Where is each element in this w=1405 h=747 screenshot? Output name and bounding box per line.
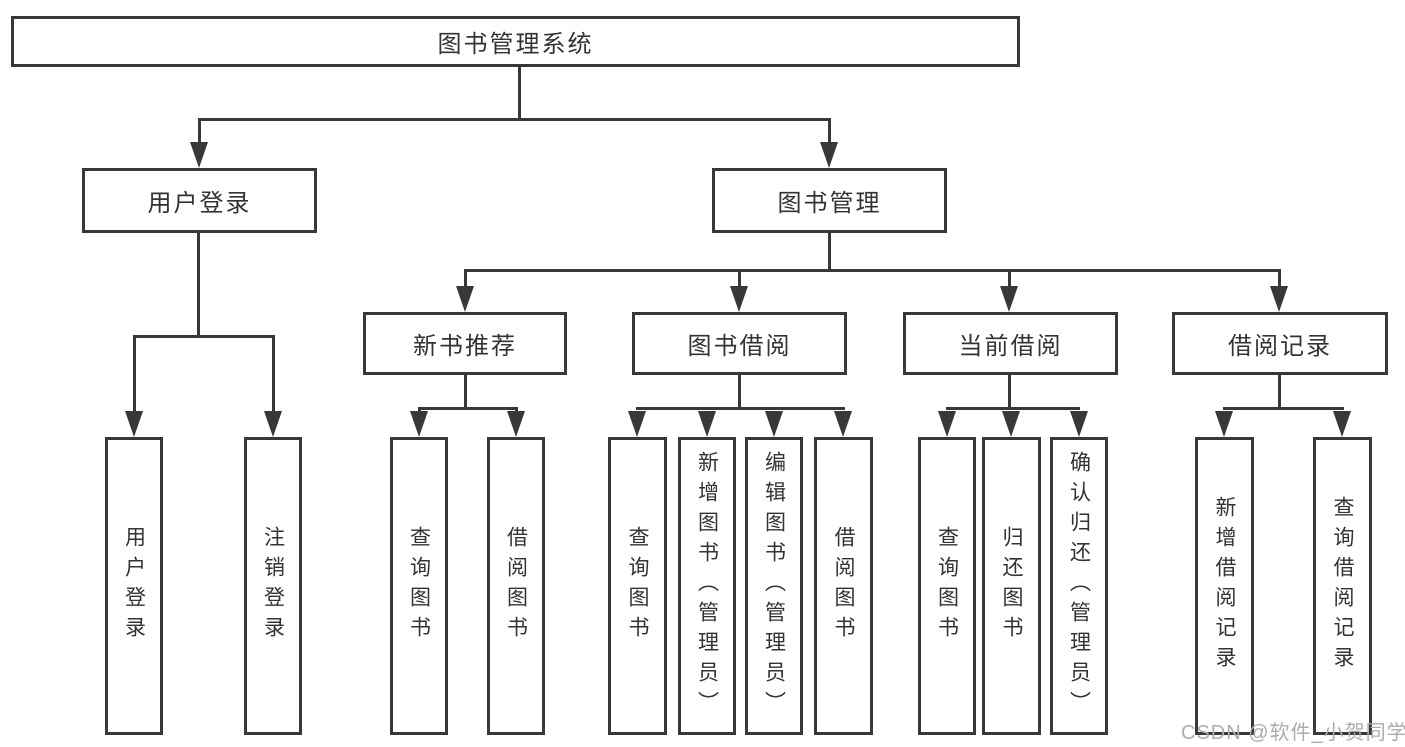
leaf-borrowing-borrow-books: 借阅图书 bbox=[814, 437, 873, 735]
edge-management-stem bbox=[828, 233, 831, 272]
arrow-book-management bbox=[820, 142, 838, 168]
leaf-add-books-admin: 新增图书（管理员） bbox=[678, 437, 736, 735]
leaf-current-query-books-label: 查询图书 bbox=[935, 526, 959, 646]
arrow-leaf-borrowing-borrow bbox=[834, 411, 852, 437]
edge-records-rail bbox=[1223, 407, 1344, 410]
node-book-borrowing-label: 图书借阅 bbox=[687, 333, 792, 360]
node-library-system-label: 图书管理系统 bbox=[437, 31, 594, 58]
edge-records-stem bbox=[1278, 375, 1281, 410]
csdn-watermark: CSDN @软件_小贺同学 bbox=[1181, 722, 1405, 744]
arrow-leaf-current-query bbox=[938, 411, 956, 437]
edge-section-records-stem bbox=[1278, 269, 1281, 289]
node-book-management-label: 图书管理 bbox=[777, 190, 882, 217]
leaf-add-books-admin-label: 新增图书（管理员） bbox=[695, 451, 719, 721]
arrow-leaf-return-books bbox=[1002, 411, 1020, 437]
arrow-leaf-add-books bbox=[698, 411, 716, 437]
edge-leaf-user-login-stem bbox=[133, 335, 136, 415]
node-borrowing-records: 借阅记录 bbox=[1172, 312, 1388, 375]
edge-borrowing-stem bbox=[738, 375, 741, 410]
node-new-book-recommend-label: 新书推荐 bbox=[413, 333, 517, 360]
leaf-borrowing-query-books-label: 查询图书 bbox=[626, 526, 650, 646]
leaf-confirm-return-admin: 确认归还（管理员） bbox=[1050, 437, 1108, 735]
node-library-system: 图书管理系统 bbox=[11, 16, 1020, 67]
arrow-section-records bbox=[1270, 286, 1288, 312]
edge-leaf-logout-stem bbox=[272, 335, 275, 415]
leaf-borrowing-borrow-books-label: 借阅图书 bbox=[832, 526, 856, 646]
edge-book-management-stem bbox=[828, 118, 831, 148]
node-borrowing-records-label: 借阅记录 bbox=[1228, 333, 1332, 360]
node-book-borrowing: 图书借阅 bbox=[632, 312, 847, 375]
leaf-edit-books-admin-label: 编辑图书（管理员） bbox=[762, 451, 786, 721]
node-current-borrowing-label: 当前借阅 bbox=[958, 333, 1063, 360]
arrow-section-recommend bbox=[456, 286, 474, 312]
node-current-borrowing: 当前借阅 bbox=[903, 312, 1118, 375]
arrow-leaf-add-record bbox=[1215, 411, 1233, 437]
leaf-current-query-books: 查询图书 bbox=[918, 437, 976, 735]
arrow-leaf-user-login bbox=[125, 411, 143, 437]
edge-login-rail bbox=[133, 335, 275, 338]
node-user-login: 用户登录 bbox=[82, 168, 317, 233]
edge-current-rail bbox=[946, 407, 1080, 410]
edge-root-stem bbox=[518, 67, 521, 121]
arrow-leaf-edit-books bbox=[765, 411, 783, 437]
leaf-user-login: 用户登录 bbox=[105, 437, 163, 735]
arrow-leaf-query-record bbox=[1333, 411, 1351, 437]
leaf-user-login-label: 用户登录 bbox=[122, 526, 146, 646]
edge-borrowing-rail bbox=[636, 407, 845, 410]
edge-section-borrowing-stem bbox=[738, 269, 741, 289]
leaf-add-borrow-record: 新增借阅记录 bbox=[1195, 437, 1254, 735]
edge-recommend-rail bbox=[418, 407, 518, 410]
edge-level2-rail bbox=[198, 118, 831, 121]
leaf-logout: 注销登录 bbox=[244, 437, 302, 735]
node-user-login-label: 用户登录 bbox=[147, 190, 252, 217]
leaf-recommend-query-books-label: 查询图书 bbox=[407, 526, 431, 646]
arrow-section-current bbox=[1000, 286, 1018, 312]
leaf-logout-label: 注销登录 bbox=[261, 526, 285, 646]
edge-section-recommend-stem bbox=[464, 269, 467, 289]
edge-recommend-stem bbox=[464, 375, 467, 410]
arrow-leaf-recommend-query bbox=[410, 411, 428, 437]
arrow-user-login bbox=[190, 142, 208, 168]
arrow-section-borrowing bbox=[730, 286, 748, 312]
edge-current-stem bbox=[1008, 375, 1011, 410]
arrow-leaf-borrowing-query bbox=[628, 411, 646, 437]
leaf-recommend-borrow-books: 借阅图书 bbox=[487, 437, 545, 735]
arrow-leaf-recommend-borrow bbox=[507, 411, 525, 437]
leaf-confirm-return-admin-label: 确认归还（管理员） bbox=[1067, 451, 1091, 721]
edge-section-current-stem bbox=[1008, 269, 1011, 289]
leaf-recommend-borrow-books-label: 借阅图书 bbox=[504, 526, 528, 646]
leaf-recommend-query-books: 查询图书 bbox=[390, 437, 448, 735]
node-new-book-recommend: 新书推荐 bbox=[363, 312, 567, 375]
leaf-borrowing-query-books: 查询图书 bbox=[608, 437, 667, 735]
leaf-edit-books-admin: 编辑图书（管理员） bbox=[745, 437, 803, 735]
leaf-query-borrow-record-label: 查询借阅记录 bbox=[1331, 496, 1355, 676]
arrow-leaf-logout bbox=[264, 411, 282, 437]
leaf-return-books-label: 归还图书 bbox=[1000, 526, 1024, 646]
leaf-add-borrow-record-label: 新增借阅记录 bbox=[1213, 496, 1237, 676]
node-book-management: 图书管理 bbox=[712, 168, 947, 233]
edge-login-stem bbox=[197, 233, 200, 338]
edge-user-login-stem bbox=[198, 118, 201, 148]
edge-sections-rail bbox=[464, 269, 1280, 272]
leaf-return-books: 归还图书 bbox=[982, 437, 1041, 735]
leaf-query-borrow-record: 查询借阅记录 bbox=[1313, 437, 1372, 735]
arrow-leaf-confirm-return bbox=[1070, 411, 1088, 437]
